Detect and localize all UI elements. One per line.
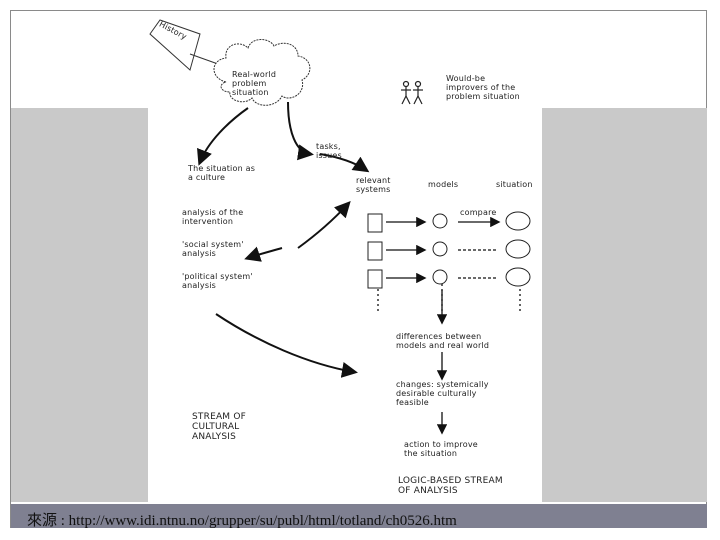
arrows xyxy=(197,101,370,378)
analysis-intervention-label: analysis of the intervention xyxy=(182,208,244,226)
source-text: 來源 : http://www.idi.ntnu.no/grupper/su/p… xyxy=(27,513,457,529)
differences-label: differences between models and real worl… xyxy=(396,332,490,350)
problem-cloud-icon xyxy=(213,39,311,106)
situation-label: situation xyxy=(496,180,533,189)
stream-cultural-label: STREAM OF CULTURAL ANALYSIS xyxy=(192,412,246,442)
model-icons xyxy=(432,213,448,285)
stream-logic-label: LOGIC-BASED STREAM OF ANALYSIS xyxy=(398,476,503,496)
cloud-label: Real-world problem situation xyxy=(232,70,277,97)
action-label: action to improve the situation xyxy=(404,440,478,458)
history-tag-icon xyxy=(149,19,219,71)
would-be-improvers-label: Would-be improvers of the problem situat… xyxy=(446,74,520,101)
system-boxes xyxy=(367,213,383,289)
models-label: models xyxy=(428,180,459,189)
people-icon xyxy=(401,80,423,105)
soft-systems-diagram: History Real-world problem situation Wou… xyxy=(148,12,542,504)
diagram-drawing xyxy=(149,19,531,435)
situation-clouds xyxy=(505,211,531,287)
changes-label: changes: systemically desirable cultural… xyxy=(396,380,489,407)
social-system-label: 'social system' analysis xyxy=(182,240,244,258)
task-issues-label: tasks, issues xyxy=(316,142,342,160)
compare-label: compare xyxy=(460,208,497,217)
relevant-systems-label: relevant systems xyxy=(356,176,391,194)
situation-as-culture-label: The situation as a culture xyxy=(188,164,256,182)
source-footer: 來源 : http://www.idi.ntnu.no/grupper/su/p… xyxy=(11,504,707,529)
row-arrows xyxy=(377,216,521,435)
political-system-label: 'political system' analysis xyxy=(182,272,253,290)
